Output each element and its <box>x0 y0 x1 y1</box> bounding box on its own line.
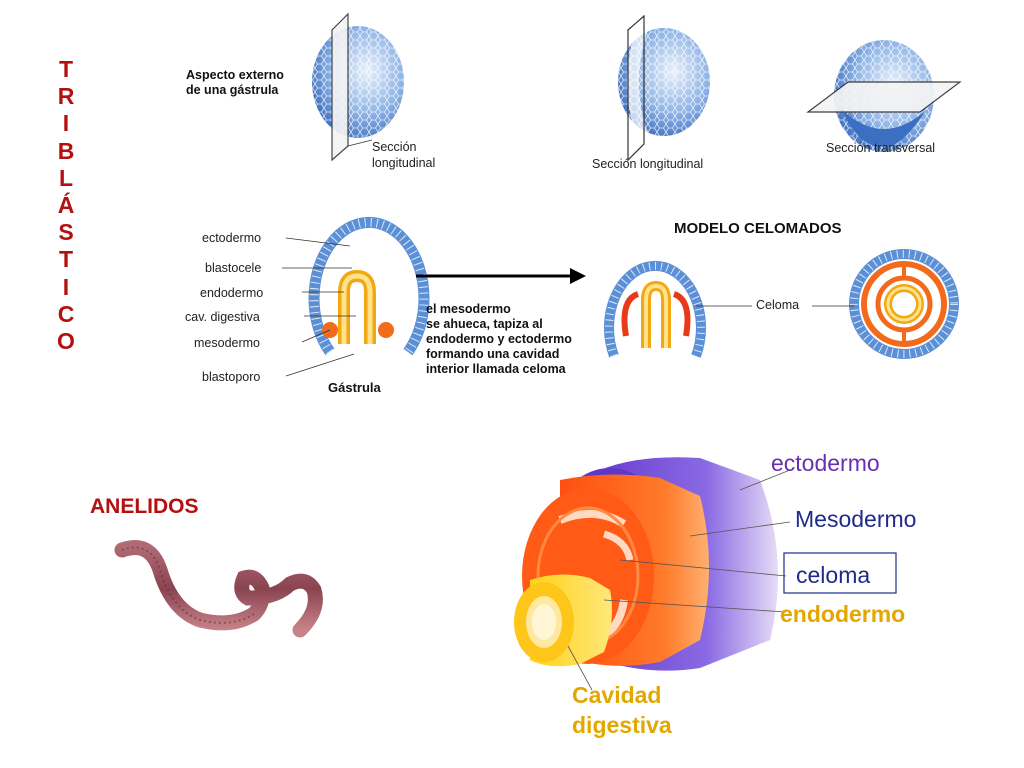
label-ectodermo: ectodermo <box>202 231 262 245</box>
anelidos-title: ANELIDOS <box>90 495 199 518</box>
mesoderm-description-line3: endodermo y ectodermo <box>426 332 572 346</box>
label-mesodermo: mesodermo <box>194 336 260 350</box>
gastrula-title: Gástrula <box>328 380 381 395</box>
vertical-title-letter: S <box>58 219 74 246</box>
gastrula-cross-section <box>282 216 430 377</box>
section-longitudinal-1-line1: Sección <box>372 140 417 154</box>
cylinder-label-celoma: celoma <box>796 562 871 588</box>
section-transversal-label: Sección transversal <box>826 141 936 155</box>
celomados-title: MODELO CELOMADOS <box>674 220 842 237</box>
mesoderm-description-line2: se ahueca, tapiza al <box>426 317 543 331</box>
vertical-title-letter: B <box>57 137 75 164</box>
vertical-title-letter: T <box>58 56 74 82</box>
cylinder-label-endodermo: endodermo <box>780 601 906 627</box>
cylinder-label-mesodermo: Mesodermo <box>795 506 917 532</box>
cavidad-line2: digestiva <box>572 712 672 738</box>
celoma-label: Celoma <box>756 298 800 312</box>
vertical-title-letter: C <box>57 300 75 327</box>
gastrula-sphere-transversal <box>806 40 962 152</box>
mesoderm-description: el mesodermo se ahueca, tapiza al endode… <box>426 302 572 377</box>
section-longitudinal-2-label: Sección longitudinal <box>592 157 704 171</box>
external-aspect-line2: de una gástrula <box>186 83 279 97</box>
label-endodermo: endodermo <box>200 286 264 300</box>
mesoderm-description-line5: interior llamada celoma <box>426 362 566 376</box>
vertical-title-letter: T <box>58 246 74 273</box>
label-blastocele: blastocele <box>205 261 262 275</box>
cylinder-label-cavidad-digestiva: Cavidad digestiva <box>572 680 672 740</box>
vertical-title-letter: O <box>57 328 75 355</box>
cylinder-label-ectodermo: ectodermo <box>771 450 880 476</box>
celomado-transversal <box>812 249 959 359</box>
coelomate-cylinder <box>514 457 791 691</box>
mesoderm-description-line1: el mesodermo <box>426 302 511 316</box>
external-aspect-line1: Aspecto externo <box>186 68 284 82</box>
section-longitudinal-1-label: Sección longitudinal <box>372 139 435 171</box>
gastrula-sphere-longitudinal-1 <box>312 12 404 162</box>
earthworm-image <box>114 540 323 638</box>
vertical-title-letter: R <box>57 83 75 110</box>
label-cav-digestiva: cav. digestiva <box>185 310 260 324</box>
cavidad-line1: Cavidad <box>572 682 662 708</box>
arrow-right <box>416 268 586 284</box>
label-blastoporo: blastoporo <box>202 370 261 384</box>
mesoderm-description-line4: formando una cavidad <box>426 347 560 361</box>
celoma-label-box <box>783 552 897 594</box>
vertical-title-letter: L <box>58 164 74 191</box>
celomado-longitudinal <box>604 260 752 358</box>
gastrula-sphere-longitudinal-2 <box>618 14 710 162</box>
vertical-title-letter: Á <box>57 192 75 219</box>
section-longitudinal-1-line2: longitudinal <box>372 156 436 170</box>
vertical-title-letter: I <box>62 110 70 137</box>
external-aspect-label: Aspecto externo de una gástrula <box>186 68 284 98</box>
vertical-title-letter: I <box>62 273 70 300</box>
